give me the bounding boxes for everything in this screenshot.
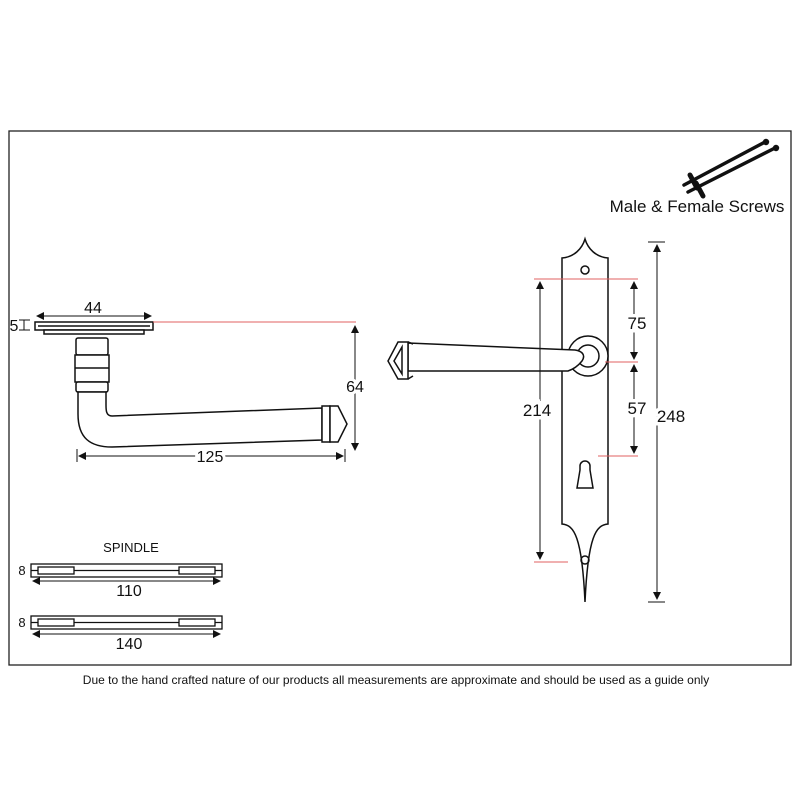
dim-top-to-spindle-75: 75 bbox=[628, 314, 647, 333]
spindle-title: SPINDLE bbox=[103, 540, 159, 555]
dim-fixing-centres-214: 214 bbox=[523, 401, 551, 420]
dim-height-64: 64 bbox=[346, 379, 364, 396]
bottom-fixing-hole bbox=[580, 555, 590, 565]
spindle-110 bbox=[30, 563, 223, 578]
lever-end-cap-front bbox=[387, 341, 414, 380]
spindle-110-size: 8 bbox=[18, 563, 25, 578]
dim-length-125: 125 bbox=[197, 449, 224, 466]
dim-thickness-5: 5 bbox=[10, 318, 19, 335]
backplate-front-view bbox=[561, 236, 609, 603]
rose-side-view bbox=[34, 321, 154, 393]
lever-end-cap-side bbox=[321, 405, 348, 443]
lever-front-view bbox=[407, 342, 585, 372]
screws-illustration bbox=[682, 138, 780, 199]
spindle-140 bbox=[30, 615, 223, 630]
spindle-140-length: 140 bbox=[116, 636, 143, 653]
drawing-frame bbox=[8, 130, 792, 666]
keyhole bbox=[576, 460, 594, 489]
dim-spindle-to-keyhole-57: 57 bbox=[628, 399, 647, 418]
top-fixing-hole bbox=[580, 265, 590, 275]
screws-label: Male & Female Screws bbox=[610, 197, 785, 216]
spindle-110-length: 110 bbox=[116, 583, 142, 600]
dim-width-44: 44 bbox=[84, 300, 102, 317]
dim-overall-height-248: 248 bbox=[657, 407, 685, 426]
male-screw bbox=[682, 138, 770, 191]
disclaimer-text: Due to the hand crafted nature of our pr… bbox=[83, 673, 709, 687]
female-screw bbox=[686, 144, 780, 199]
lever-side-view bbox=[77, 391, 323, 448]
spindle-140-size: 8 bbox=[18, 615, 25, 630]
